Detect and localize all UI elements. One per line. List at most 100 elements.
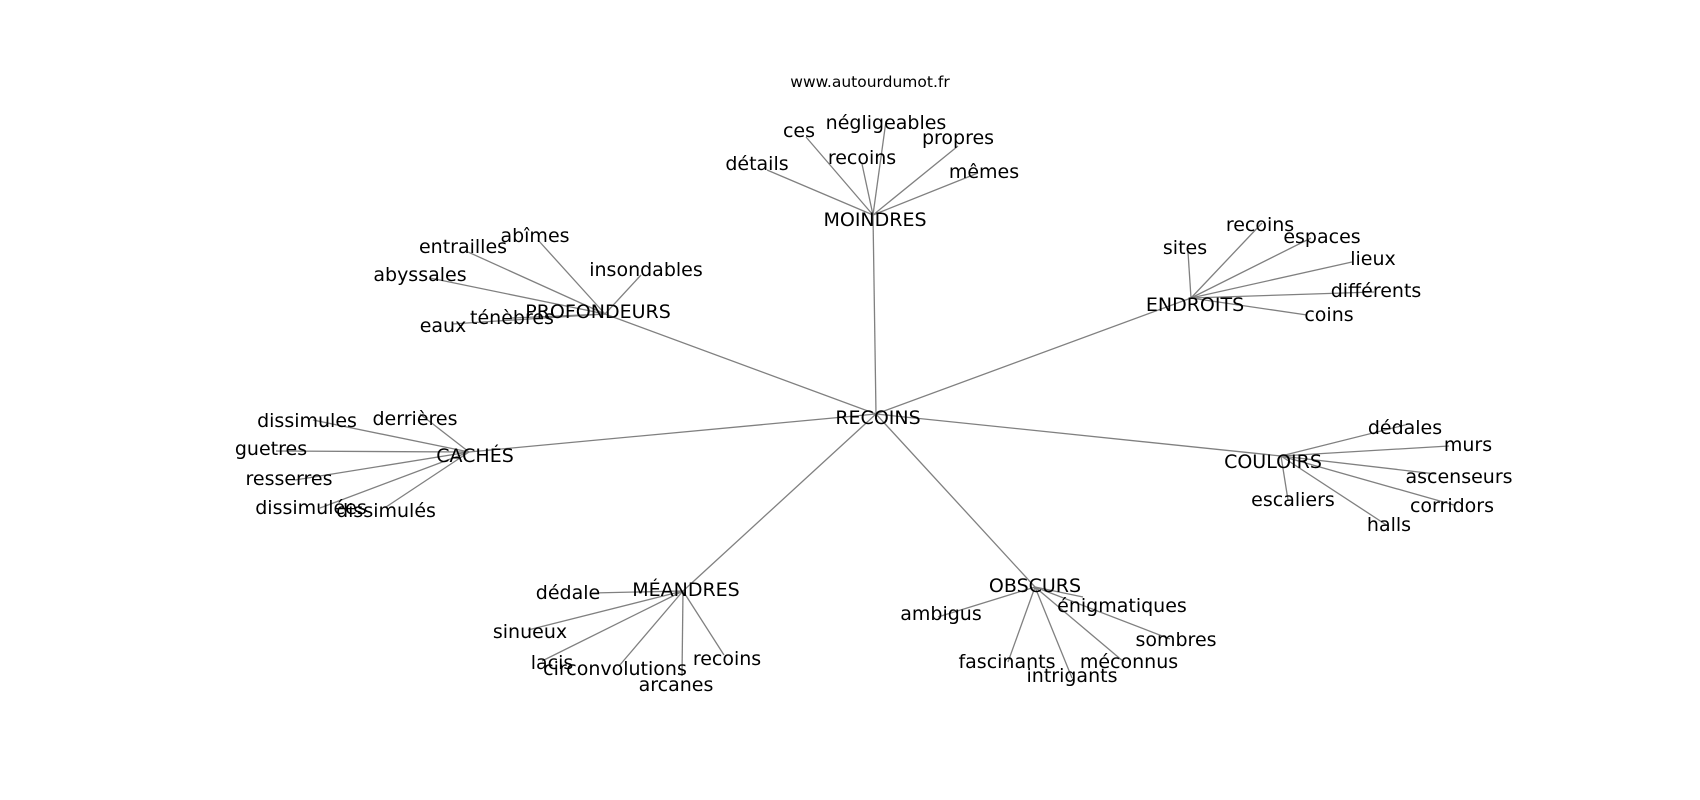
leaf-node: recoins	[828, 147, 896, 169]
edge-group-leaf	[682, 590, 725, 656]
edge-group-leaf	[275, 450, 470, 453]
edge-group-leaf	[872, 172, 979, 216]
leaf-node: ténèbres	[470, 307, 554, 329]
edge-group-leaf	[1034, 586, 1125, 663]
leaf-node: ascenseurs	[1405, 466, 1512, 488]
leaf-node: fascinants	[958, 651, 1055, 673]
leaf-node: dissimulées	[255, 497, 367, 519]
group-node: OBSCURS	[989, 575, 1081, 597]
leaf-node: eaux	[420, 315, 467, 337]
leaf-node: arcanes	[639, 674, 714, 696]
leaf-node: sombres	[1135, 629, 1216, 651]
edge-group-leaf	[805, 136, 874, 216]
edge-group-leaf	[312, 419, 470, 453]
leaf-node: derrières	[373, 408, 458, 430]
leaf-node: resserres	[245, 468, 332, 490]
leaf-node: sinueux	[493, 621, 567, 643]
edge-group-leaf	[1034, 586, 1073, 679]
edge-group-leaf	[541, 590, 684, 662]
leaf-node: lieux	[1350, 248, 1396, 270]
leaf-node: dédale	[536, 582, 600, 604]
leaf-node: détails	[725, 153, 788, 175]
leaf-node: coins	[1304, 304, 1353, 326]
edge-group-leaf	[527, 590, 684, 631]
group-node: ENDROITS	[1146, 294, 1244, 316]
leaf-node: ambigus	[900, 603, 982, 625]
edge-group-leaf	[319, 451, 470, 509]
edge-group-leaf	[1280, 455, 1389, 527]
group-node: MOINDRES	[823, 209, 926, 231]
edge-group-leaf	[1190, 237, 1312, 299]
edge-group-leaf	[1007, 586, 1036, 663]
edge-root-group	[604, 313, 877, 415]
leaf-node: ces	[783, 120, 815, 142]
graph-edges	[275, 120, 1455, 679]
edge-group-leaf	[618, 590, 684, 667]
edge-root-group	[468, 413, 877, 453]
edge-group-leaf	[385, 451, 470, 508]
leaf-node: corridors	[1410, 495, 1494, 517]
edge-group-leaf	[861, 163, 874, 216]
edge-group-leaf	[1190, 261, 1353, 299]
leaf-node: recoins	[1226, 214, 1294, 236]
edge-root-group	[872, 214, 877, 415]
edge-group-leaf	[1280, 455, 1289, 501]
leaf-node: méconnus	[1080, 651, 1178, 673]
edge-group-leaf	[1190, 222, 1263, 299]
edge-group-leaf	[1034, 586, 1171, 640]
leaf-node: entrailles	[419, 236, 507, 258]
leaf-node: guetres	[235, 438, 307, 460]
root-node: RECOINS	[835, 407, 920, 429]
edge-group-leaf	[766, 169, 874, 216]
leaf-node: abîmes	[500, 225, 569, 247]
site-watermark: www.autourdumot.fr	[790, 73, 950, 91]
leaf-node: escaliers	[1251, 489, 1335, 511]
group-node: COULOIRS	[1224, 451, 1322, 473]
edge-group-leaf	[1280, 455, 1455, 506]
edge-root-group	[875, 297, 1192, 415]
edge-root-group	[875, 413, 1036, 588]
leaf-node: espaces	[1283, 226, 1360, 248]
leaf-node: sites	[1163, 237, 1207, 259]
leaf-node: mêmes	[949, 161, 1019, 183]
edge-group-leaf	[537, 239, 606, 315]
edge-group-leaf	[872, 120, 887, 216]
leaf-node: dissimulés	[336, 500, 436, 522]
edge-group-leaf	[591, 590, 684, 594]
edge-group-leaf	[294, 451, 470, 481]
edge-group-leaf	[511, 313, 606, 319]
leaf-node: négligeables	[826, 112, 947, 134]
edge-group-leaf	[1034, 586, 1084, 598]
leaf-node: dissimules	[257, 410, 357, 432]
group-node: CACHÉS	[436, 444, 514, 467]
leaf-node: différents	[1331, 280, 1422, 302]
edge-group-leaf	[419, 413, 470, 453]
group-node: MÉANDRES	[632, 578, 740, 601]
leaf-node: insondables	[589, 259, 703, 281]
leaf-node: énigmatiques	[1057, 595, 1187, 617]
leaf-node: propres	[922, 127, 994, 149]
edge-group-leaf	[604, 274, 642, 315]
leaf-node: circonvolutions	[543, 658, 687, 680]
edge-group-leaf	[1280, 445, 1450, 457]
edge-group-leaf	[872, 145, 959, 216]
leaf-node: dédales	[1368, 417, 1442, 439]
edge-group-leaf	[1280, 424, 1406, 457]
edge-group-leaf	[1187, 251, 1192, 299]
edge-group-leaf	[1280, 455, 1437, 475]
edge-group-leaf	[467, 251, 606, 315]
edge-group-leaf	[1190, 297, 1308, 316]
edge-root-group	[875, 413, 1282, 457]
edge-group-leaf	[1190, 291, 1375, 299]
leaf-node: intrigants	[1027, 665, 1118, 687]
leaf-node: halls	[1367, 514, 1411, 536]
leaf-node: murs	[1444, 434, 1492, 456]
edge-group-leaf	[937, 586, 1036, 618]
leaf-node: recoins	[693, 648, 761, 670]
group-node: PROFONDEURS	[525, 301, 671, 323]
edge-root-group	[682, 413, 877, 592]
edge-group-leaf	[429, 277, 606, 315]
edge-group-leaf	[681, 590, 684, 677]
